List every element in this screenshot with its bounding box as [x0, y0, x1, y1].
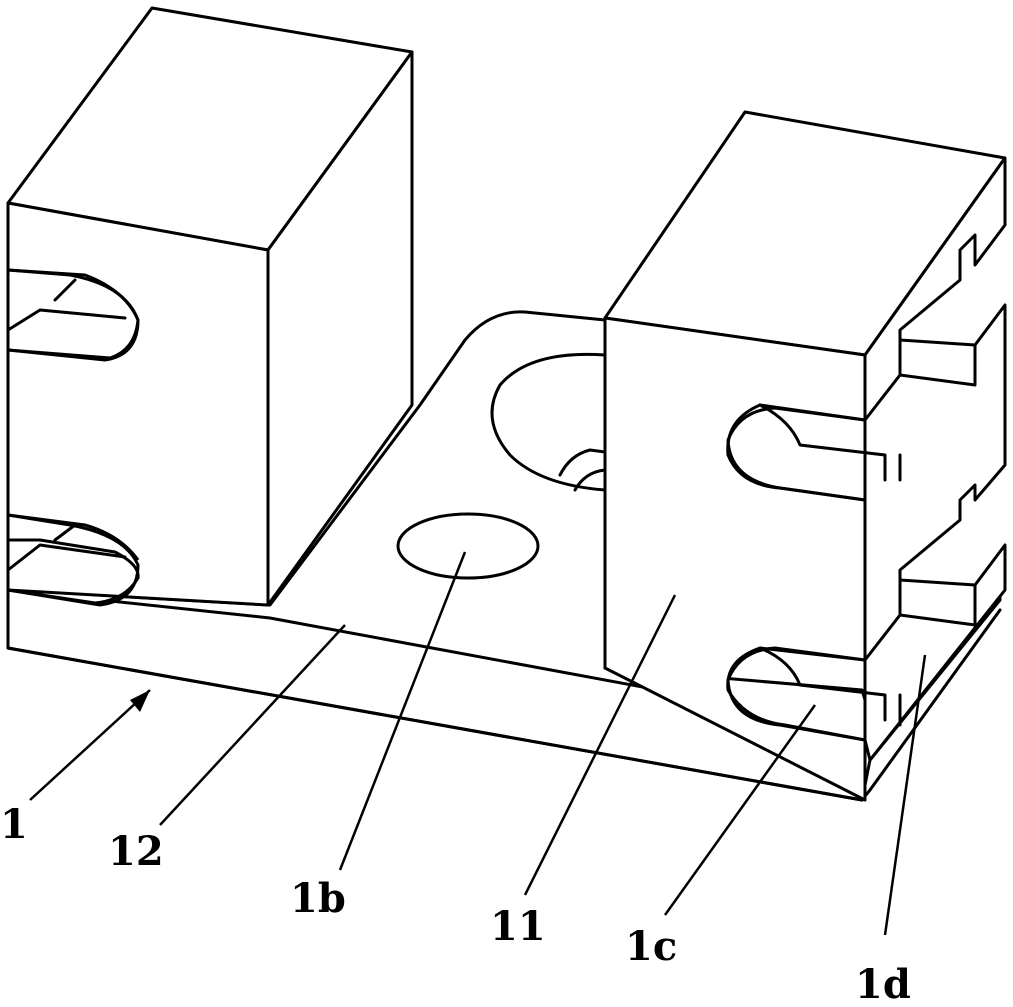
hole-1b	[398, 514, 538, 578]
label-1c: 1c	[625, 923, 677, 970]
right-block-top	[605, 112, 1005, 355]
leader-1	[30, 690, 150, 800]
label-12: 12	[108, 828, 164, 875]
label-1b: 1b	[290, 875, 346, 922]
label-11: 11	[490, 903, 546, 950]
leader-1-arrowhead	[130, 690, 150, 712]
label-1: 1	[0, 801, 28, 848]
reference-labels: 1 12 1b 11 1c 1d	[0, 801, 911, 1007]
label-1d: 1d	[855, 961, 911, 1007]
